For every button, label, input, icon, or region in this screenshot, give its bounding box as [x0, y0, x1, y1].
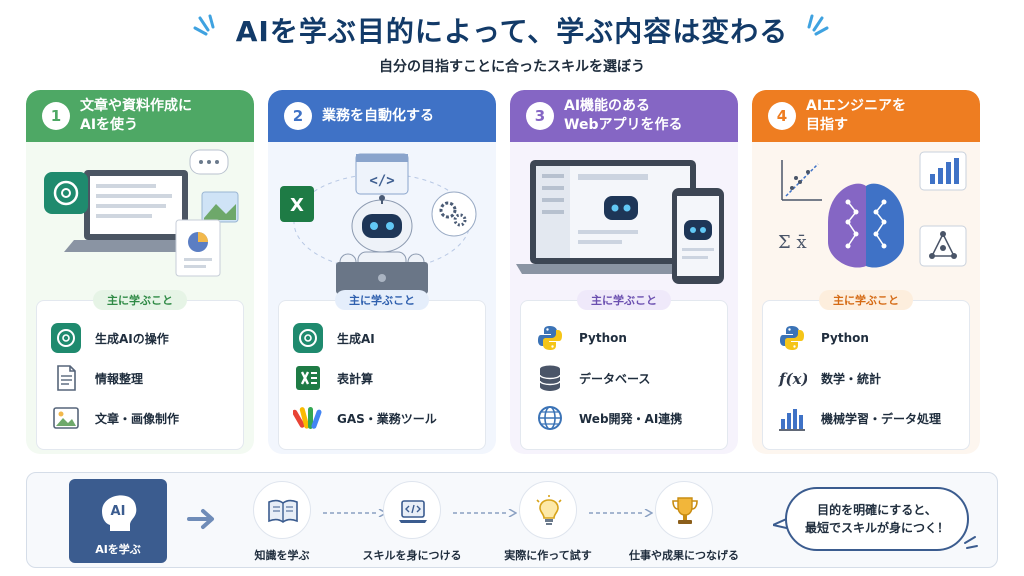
- card-title: 業務を自動化する: [322, 107, 434, 124]
- page-subtitle: 自分の目指すことに合ったスキルを選ぼう: [379, 59, 645, 75]
- book-icon: [268, 499, 298, 523]
- sparkle-icon: [964, 536, 978, 549]
- learn-label: 主に学ぶこと: [577, 290, 671, 310]
- chatgpt-icon: [293, 323, 323, 353]
- chatgpt-icon: [51, 323, 81, 353]
- flow-step: 仕事や成果につなげる: [619, 481, 749, 563]
- laptop-illustration: [44, 149, 239, 277]
- card-header: 4 AIエンジニアを 目指す: [752, 90, 980, 142]
- card-title: 文章や資料作成に AIを使う: [80, 98, 192, 133]
- card-title: AI機能のある Webアプリを作る: [564, 98, 683, 133]
- database-icon: [539, 365, 561, 391]
- card-header: 1 文章や資料作成に AIを使う: [26, 90, 254, 142]
- laptop-code-icon: [399, 500, 427, 523]
- card-header: 2 業務を自動化する: [268, 90, 496, 142]
- purpose-card-documents: 1 文章や資料作成に AIを使う 主に学ぶこと 生成AIの操作 情報整理: [26, 90, 254, 454]
- bar-chart-icon: [779, 409, 805, 431]
- ai-head-icon: AI: [102, 495, 137, 531]
- item-label: Web開発・AI連携: [579, 411, 683, 426]
- item-label: 機械学習・データ処理: [821, 411, 942, 426]
- learning-flow: AI AIを学ぶ 知識を学ぶ スキルを身につける 実際に作って試す 仕事や成果に…: [26, 472, 998, 568]
- item-label: 生成AI: [337, 331, 375, 346]
- function-icon: f(x): [778, 370, 807, 388]
- flow-step: 知識を学ぶ: [217, 481, 347, 563]
- item-label: データベース: [579, 371, 651, 386]
- purpose-card-webapp: 3 AI機能のある Webアプリを作る 主に学ぶこと Python データベース…: [510, 90, 738, 454]
- list-item: Python: [777, 323, 963, 353]
- list-item: f(x) 数学・統計: [777, 363, 963, 393]
- ai-start-label: AIを学ぶ: [95, 543, 141, 556]
- learn-label: 主に学ぶこと: [819, 290, 913, 310]
- list-item: 機械学習・データ処理: [777, 403, 963, 433]
- page-title: AIを学ぶ目的によって、学ぶ内容は変わる: [235, 15, 789, 48]
- brain-illustration: Σ x̄: [778, 151, 967, 268]
- list-item: Python: [535, 323, 721, 353]
- dashed-arrow: [453, 509, 517, 517]
- list-item: データベース: [535, 363, 721, 393]
- flow-step-label: スキルを身につける: [362, 549, 462, 562]
- learning-list: 主に学ぶこと Python f(x) 数学・統計 機械学習・データ処理: [762, 290, 970, 450]
- python-icon: [538, 326, 562, 350]
- learn-label: 主に学ぶこと: [93, 290, 187, 310]
- learning-list: 主に学ぶこと 生成AIの操作 情報整理 文章・画像制作: [36, 290, 244, 450]
- list-item: 表計算: [293, 363, 479, 393]
- item-label: 情報整理: [95, 371, 144, 386]
- fx-text: f(x): [778, 370, 807, 388]
- list-item: 文章・画像制作: [51, 403, 237, 433]
- excel-letter: X: [290, 195, 304, 216]
- python-icon: [780, 326, 804, 350]
- item-label: 文章・画像制作: [95, 411, 180, 426]
- item-label: 生成AIの操作: [95, 331, 169, 346]
- arrow-right-icon: [187, 509, 214, 529]
- ai-badge-text: AI: [111, 504, 126, 519]
- image-icon: [53, 407, 79, 429]
- document-icon: [57, 365, 76, 391]
- card-number: 3: [526, 102, 554, 130]
- card-header: 3 AI機能のある Webアプリを作る: [510, 90, 738, 142]
- flow-step-label: 知識を学ぶ: [254, 549, 310, 562]
- flow-step: スキルを身につける: [347, 481, 477, 563]
- item-label: GAS・業務ツール: [337, 411, 437, 426]
- list-item: 情報整理: [51, 363, 237, 393]
- ai-start-box: AI AIを学ぶ: [69, 479, 167, 563]
- item-label: Python: [579, 331, 627, 345]
- trophy-icon: [672, 497, 698, 524]
- tip-bubble: 目的を明確にすると、 最短でスキルが身につく！: [785, 487, 969, 551]
- item-label: Python: [821, 331, 869, 345]
- list-item: 生成AIの操作: [51, 323, 237, 353]
- card-number: 1: [42, 102, 70, 130]
- learn-label: 主に学ぶこと: [335, 290, 429, 310]
- sparkle-icon: [193, 14, 215, 36]
- item-label: 表計算: [337, 371, 374, 386]
- sparkle-icon: [807, 14, 829, 36]
- dashed-arrow: [589, 509, 653, 517]
- web-app-illustration: [516, 160, 724, 284]
- list-item: GAS・業務ツール: [293, 403, 479, 433]
- list-item: 生成AI: [293, 323, 479, 353]
- card-number: 4: [768, 102, 796, 130]
- purpose-card-automation: 2 業務を自動化する </> X 主に学ぶこと 生成AI 表計算: [268, 90, 496, 454]
- list-item: Web開発・AI連携: [535, 403, 721, 433]
- purpose-card-ai-engineer: 4 AIエンジニアを 目指す Σ x̄ 主に学ぶこと Python f(x) 数…: [752, 90, 980, 454]
- flow-step-label: 実際に作って試す: [504, 549, 592, 562]
- apps-script-icon: [293, 407, 322, 429]
- learning-list: 主に学ぶこと Python データベース Web開発・AI連携: [520, 290, 728, 450]
- card-number: 2: [284, 102, 312, 130]
- excel-icon: [296, 366, 320, 390]
- item-label: 数学・統計: [821, 371, 882, 386]
- lightbulb-icon: [536, 495, 562, 525]
- learning-list: 主に学ぶこと 生成AI 表計算 GAS・業務ツール: [278, 290, 486, 450]
- flow-step: 実際に作って試す: [483, 481, 613, 563]
- robot-illustration: </> X: [280, 153, 477, 294]
- globe-icon: [538, 406, 562, 430]
- sigma-symbol: Σ x̄: [778, 232, 807, 253]
- code-symbol: </>: [369, 173, 394, 189]
- card-title: AIエンジニアを 目指す: [806, 98, 907, 133]
- flow-step-label: 仕事や成果につなげる: [629, 549, 739, 562]
